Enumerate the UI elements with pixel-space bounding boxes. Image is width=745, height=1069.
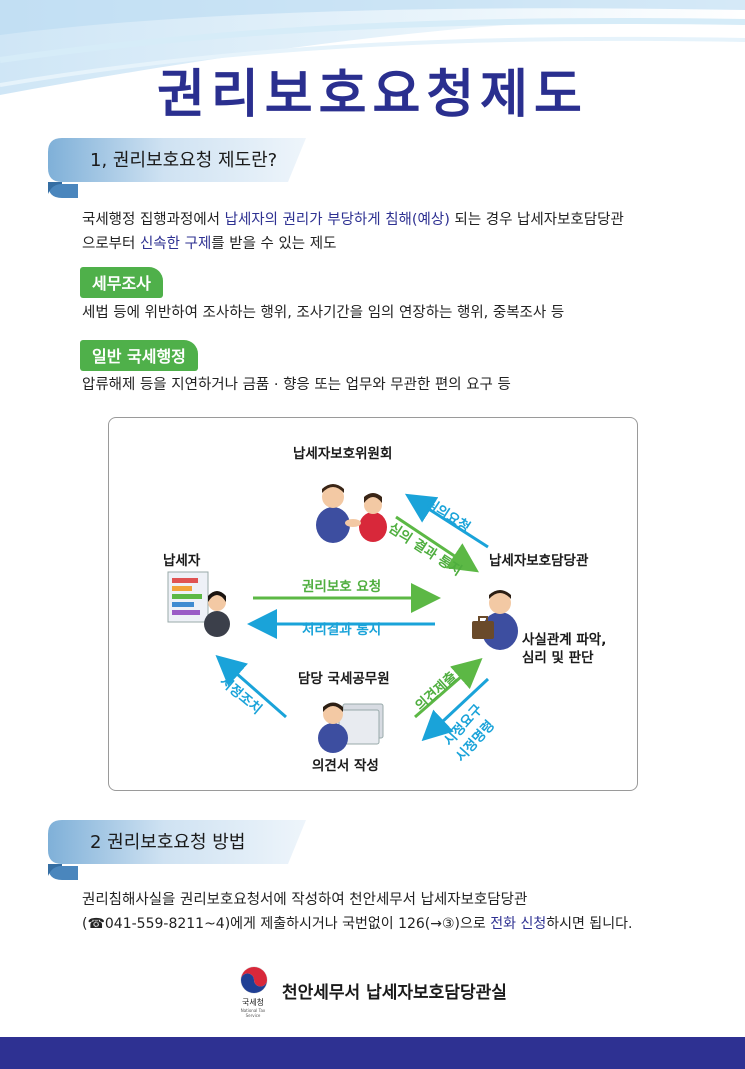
page-title: 권리보호요청제도 bbox=[157, 65, 588, 125]
process-diagram bbox=[108, 417, 638, 791]
fact-finding-label-1: 사실관계 파악, bbox=[522, 632, 607, 648]
taxpayer-icon bbox=[167, 571, 230, 637]
result-notice-label: 처리결과 통지 bbox=[302, 622, 382, 638]
corrective-action-arrow bbox=[215, 655, 287, 719]
committee-label: 납세자보호위원회 bbox=[293, 446, 393, 462]
submit-opinion-arrow bbox=[414, 658, 483, 719]
general-admin-text: 압류해제 등을 지연하거나 금품 · 향응 또는 업무와 무관한 편의 요구 등 bbox=[82, 377, 511, 393]
section2-description: 권리침해사실을 권리보호요청서에 작성하여 천안세무서 납세자보호담당관 (☎0… bbox=[82, 888, 682, 936]
taxpayer-label: 납세자 bbox=[163, 553, 201, 569]
nts-logo-icon bbox=[240, 966, 268, 994]
section2-title: 2 권리보호요청 방법 bbox=[90, 832, 246, 853]
phone-apply-highlight: 전화 신청 bbox=[490, 916, 547, 932]
tax-audit-badge: 세무조사 bbox=[80, 267, 163, 298]
request-protection-label: 권리보호 요청 bbox=[302, 579, 382, 595]
deliberation-request-arrow bbox=[404, 493, 489, 549]
fact-finding-label-2: 심리 및 판단 bbox=[522, 650, 594, 666]
desc-text: 국세행정 집행과정에서 bbox=[82, 212, 225, 228]
section1-title: 1, 권리보호요청 제도란? bbox=[90, 150, 278, 171]
footer-bar bbox=[0, 1037, 745, 1069]
section2-ribbon: 2 권리보호요청 방법 bbox=[48, 818, 328, 880]
method-line-1: 권리침해사실을 권리보호요청서에 작성하여 천안세무서 납세자보호담당관 bbox=[82, 892, 528, 908]
correction-request-arrow bbox=[421, 677, 490, 742]
desc-highlight: 신속한 구제 bbox=[139, 236, 212, 252]
officer-label: 납세자보호담당관 bbox=[489, 553, 589, 569]
general-admin-badge: 일반 국세행정 bbox=[80, 340, 198, 371]
desc-text: 되는 경우 납세자보호담당관 bbox=[449, 212, 624, 228]
committee-people-icon bbox=[316, 484, 387, 543]
deliberation-result-arrow bbox=[395, 515, 479, 573]
official-icon bbox=[318, 702, 384, 753]
officer-icon bbox=[472, 590, 518, 650]
section1-description: 국세행정 집행과정에서 납세자의 권리가 부당하게 침해(예상) 되는 경우 납… bbox=[82, 208, 702, 256]
method-line-2-end: 하시면 됩니다. bbox=[546, 916, 633, 932]
tax-audit-text: 세법 등에 위반하여 조사하는 행위, 조사기간을 임의 연장하는 행위, 중복… bbox=[82, 305, 565, 321]
official-label: 담당 국세공무원 bbox=[298, 671, 390, 687]
nts-logo-text: 국세청 bbox=[241, 998, 265, 1007]
method-line-2: (☎041-559-8211~4)에게 제출하시거나 국번없이 126(→③)으… bbox=[82, 916, 491, 932]
opinion-writing-label: 의견서 작성 bbox=[312, 758, 379, 774]
desc-text: 를 받을 수 있는 제도 bbox=[211, 236, 337, 252]
section1-ribbon: 1, 권리보호요청 제도란? bbox=[48, 136, 328, 198]
desc-text: 으로부터 bbox=[82, 236, 140, 252]
nts-logo-subtext: National Tax Service bbox=[240, 1008, 266, 1018]
diagram-arrows bbox=[167, 484, 518, 753]
header-wave-decoration bbox=[0, 0, 745, 95]
desc-highlight: 납세자의 권리가 부당하게 침해(예상) bbox=[224, 212, 450, 228]
office-name: 천안세무서 납세자보호담당관실 bbox=[282, 983, 507, 1003]
